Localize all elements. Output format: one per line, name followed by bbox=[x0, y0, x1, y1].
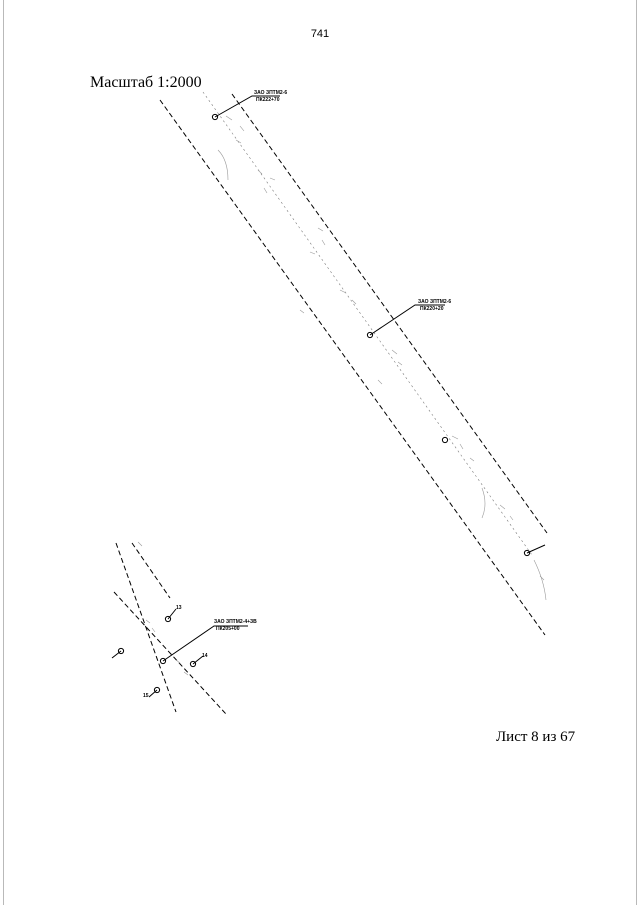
fragment-middle-boundary bbox=[113, 591, 227, 715]
terrain-mark bbox=[533, 559, 547, 601]
terrain-mark bbox=[225, 115, 245, 144]
terrain-mark bbox=[299, 289, 357, 314]
callout-leader-2 bbox=[369, 304, 445, 336]
fragment-points bbox=[117, 615, 197, 694]
callout-1-line1: ЗАО ЗПТМ2-6 bbox=[254, 90, 287, 96]
callout-leader-1 bbox=[214, 95, 280, 118]
fragment-leader bbox=[167, 608, 177, 620]
fragment-terrain-marks bbox=[137, 541, 189, 676]
terrain-marks bbox=[217, 115, 547, 601]
page-edge-right bbox=[636, 0, 637, 905]
terrain-mark bbox=[377, 349, 403, 385]
fragment-upper-boundary bbox=[131, 542, 171, 599]
terrain-mark bbox=[217, 149, 229, 181]
point-label-15: 15 bbox=[143, 693, 149, 699]
fragment-leader bbox=[192, 655, 204, 665]
callout-2-line2: ПК220+20 bbox=[420, 306, 444, 312]
corridor-left-boundary bbox=[159, 99, 546, 636]
point-label-14: 14 bbox=[202, 653, 208, 659]
fragment-leaders bbox=[111, 608, 248, 698]
scale-label: Масштаб 1:2000 bbox=[90, 74, 202, 91]
terrain-mark bbox=[137, 541, 189, 676]
callout-2-line1: ЗАО ЗПТМ2-6 bbox=[418, 299, 451, 305]
survey-point bbox=[441, 436, 449, 444]
fragment-corridor bbox=[113, 542, 227, 715]
terrain-mark bbox=[309, 227, 326, 255]
callout-3-line1: ЗАО ЗПТМ2-4+ЗВ bbox=[214, 619, 257, 625]
callout-1-line2: ПК222+70 bbox=[256, 97, 280, 103]
fragment-left-boundary bbox=[115, 542, 177, 713]
terrain-mark bbox=[257, 169, 276, 194]
fragment-leader bbox=[162, 625, 248, 662]
fragment-leader bbox=[148, 689, 158, 698]
page-number: 741 bbox=[310, 28, 330, 40]
terrain-mark bbox=[481, 487, 514, 521]
corridor-right-boundary bbox=[231, 93, 548, 534]
sheet-label: Лист 8 из 67 bbox=[496, 729, 576, 745]
callout-3-line2: ПК205+00 bbox=[216, 626, 240, 632]
fragment-leader bbox=[111, 650, 122, 659]
callout-leaders bbox=[214, 95, 546, 554]
main-corridor bbox=[159, 91, 548, 636]
page-edge-left bbox=[3, 0, 4, 905]
callout-leader-3 bbox=[526, 544, 546, 554]
point-label-13: 13 bbox=[176, 605, 182, 611]
terrain-mark bbox=[451, 435, 475, 462]
survey-points bbox=[211, 113, 531, 557]
corridor-axis bbox=[202, 91, 533, 556]
